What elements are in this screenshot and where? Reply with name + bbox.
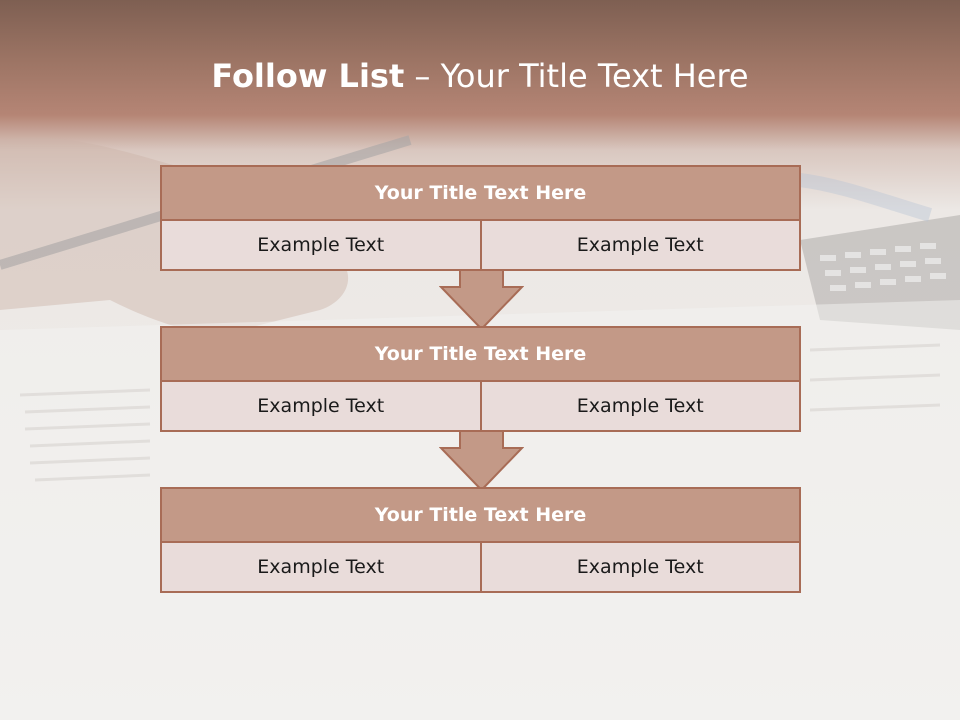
block-row: Example Text Example Text — [160, 221, 801, 271]
block-cell-left: Example Text — [160, 221, 482, 271]
down-arrow-icon — [439, 269, 524, 331]
block-header: Your Title Text Here — [160, 487, 801, 543]
block-header: Your Title Text Here — [160, 326, 801, 382]
block-row: Example Text Example Text — [160, 382, 801, 432]
block-cell-right: Example Text — [481, 221, 801, 271]
block-cell-right: Example Text — [481, 543, 801, 593]
title-bold: Follow List — [211, 57, 405, 95]
list-block-3: Your Title Text Here Example Text Exampl… — [160, 487, 801, 593]
slide-title: Follow List – Your Title Text Here — [0, 52, 960, 100]
block-cell-left: Example Text — [160, 382, 482, 432]
list-block-2: Your Title Text Here Example Text Exampl… — [160, 326, 801, 432]
list-block-1: Your Title Text Here Example Text Exampl… — [160, 165, 801, 271]
block-row: Example Text Example Text — [160, 543, 801, 593]
block-header: Your Title Text Here — [160, 165, 801, 221]
block-cell-right: Example Text — [481, 382, 801, 432]
block-cell-left: Example Text — [160, 543, 482, 593]
down-arrow-icon — [439, 430, 524, 492]
title-rest: – Your Title Text Here — [404, 57, 749, 95]
